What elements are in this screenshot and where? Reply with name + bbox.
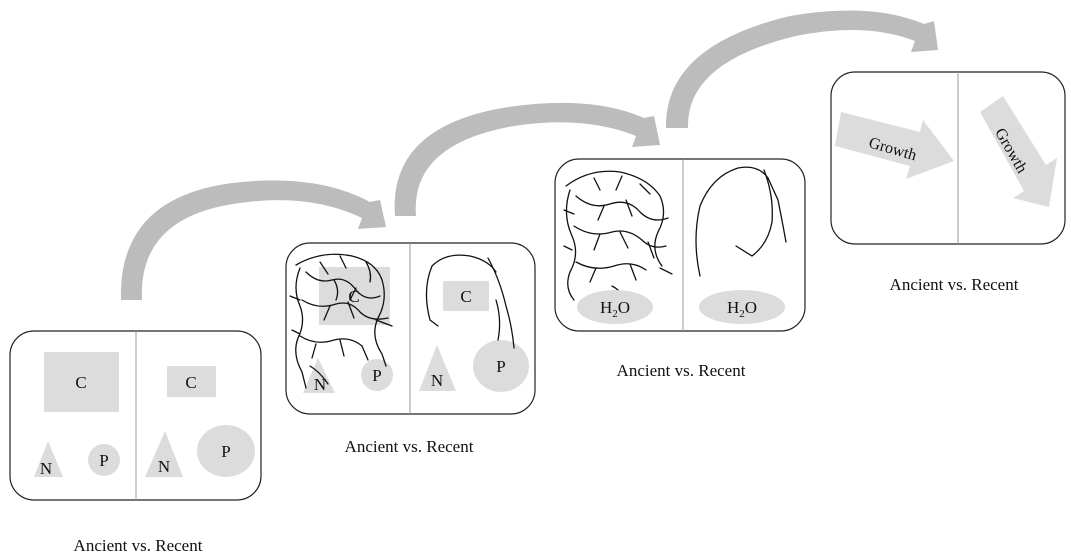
carbon-label: C [460,287,471,306]
phosphorus-label: P [221,442,230,461]
nitrogen-label: N [40,459,52,478]
panel-4-caption: Ancient vs. Recent [890,275,1019,294]
panel-2-caption: Ancient vs. Recent [345,437,474,456]
phosphorus-label: P [99,451,108,470]
phosphorus-label: P [372,366,381,385]
panel-1-caption: Ancient vs. Recent [74,536,203,554]
panel-3-caption: Ancient vs. Recent [617,361,746,380]
panel-4: Growth Growth [831,72,1065,244]
carbon-label: C [185,373,196,392]
carbon-label: C [75,373,86,392]
panel-2: C N P C N [286,243,535,414]
phosphorus-label: P [496,357,505,376]
nitrogen-label: N [158,457,170,476]
nitrogen-label: N [431,371,443,390]
panel-1: C N P C N P [10,331,261,500]
panel-3: H2O H2O [555,159,805,331]
nitrogen-label: N [314,375,326,394]
carbon-label: C [348,287,359,306]
